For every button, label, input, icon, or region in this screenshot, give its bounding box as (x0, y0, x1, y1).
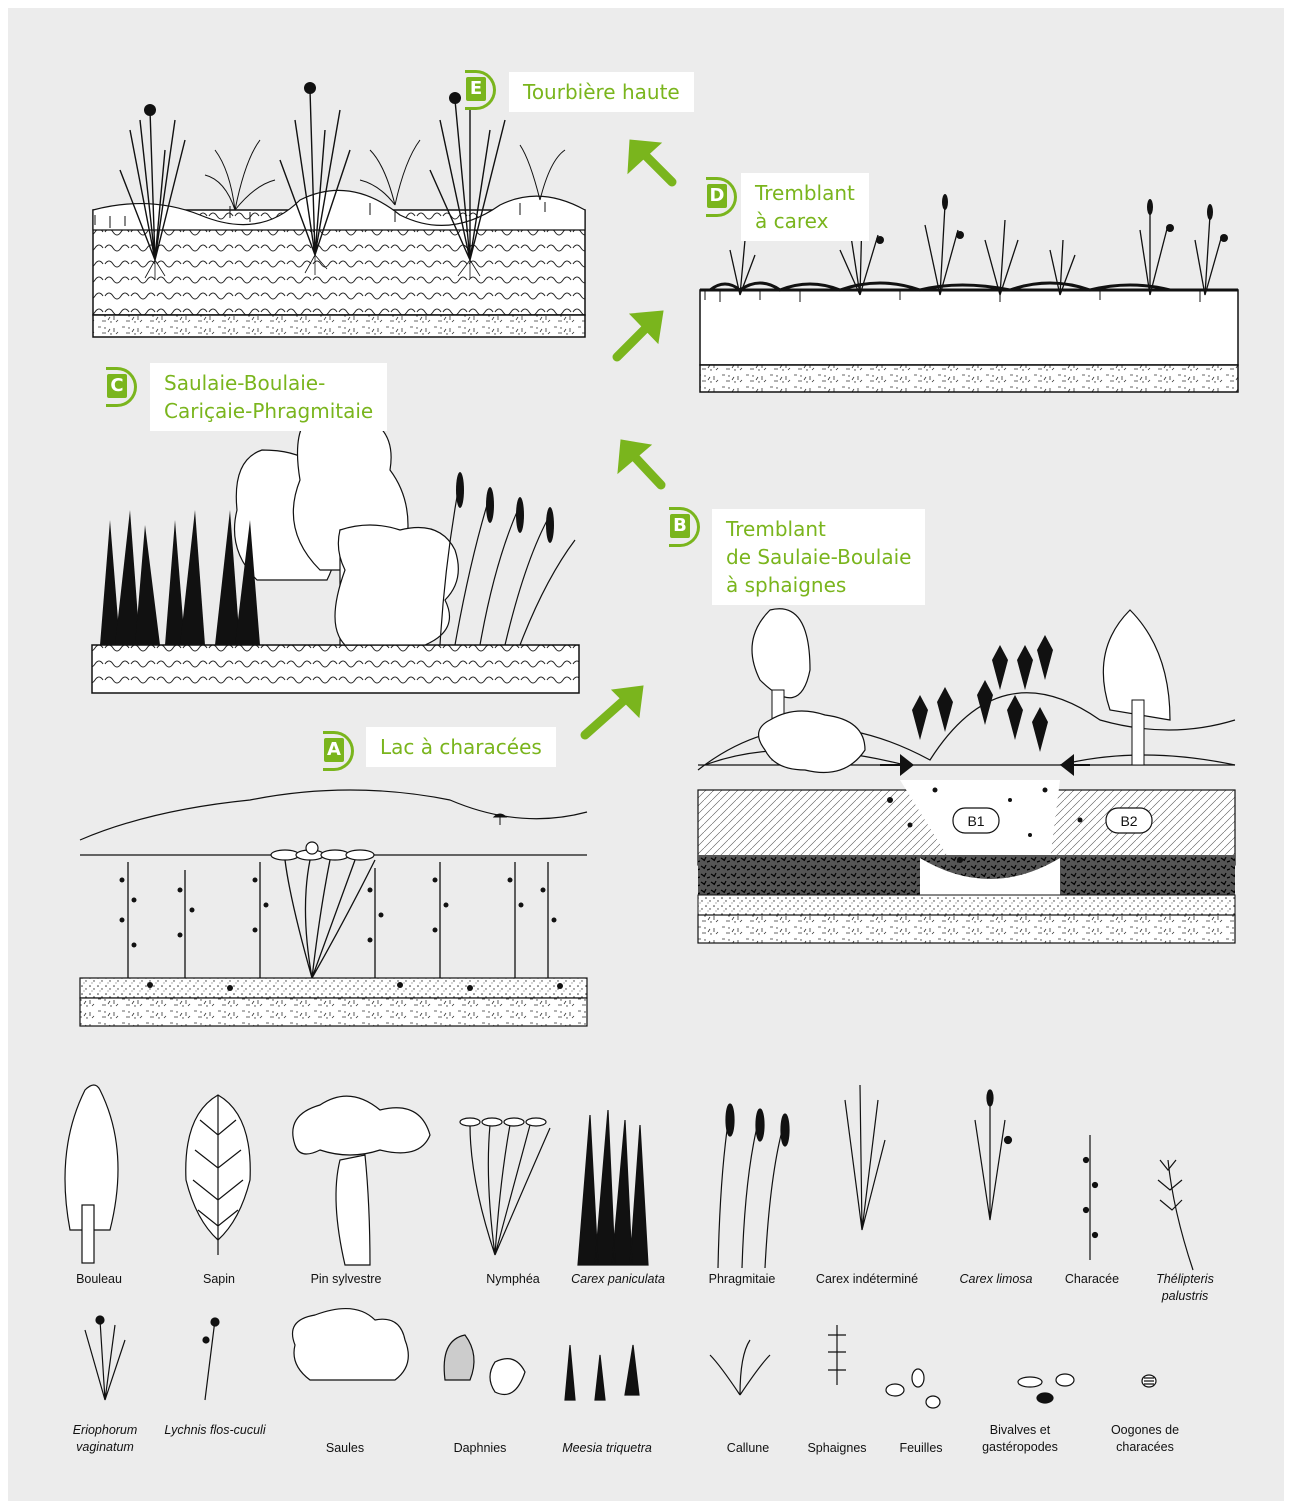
reed-icon (718, 1104, 789, 1268)
stage-a-label: Lac à characées (366, 727, 556, 767)
tag-b2-text: B2 (1120, 813, 1137, 829)
sedge-icon (578, 1110, 648, 1265)
legend-label: Meesia triquetra (542, 1440, 672, 1457)
legend-label: Oogones de characées (1095, 1422, 1195, 1456)
legend-label: Bivalves et gastéropodes (960, 1422, 1080, 1456)
stage-b-label: Tremblantde Saulaie-Boulaieà sphaignes (712, 509, 925, 605)
legend-label: Thélipteris palustris (1140, 1271, 1230, 1305)
oogonia-icon (1142, 1375, 1156, 1387)
heather-icon (710, 1340, 770, 1395)
fir-icon (186, 1095, 250, 1255)
legend-label: Sapin (154, 1271, 284, 1288)
chara-icon (1084, 1135, 1098, 1260)
sphagnum-icon (828, 1325, 846, 1385)
legend-label: Lychnis flos-cuculi (150, 1422, 280, 1439)
arrow-up-right-icon (585, 686, 643, 735)
stage-c-illustration (92, 410, 579, 693)
fern-icon (1158, 1160, 1193, 1270)
legend-label: Characée (1027, 1271, 1157, 1288)
arrow-up-left-icon (628, 140, 672, 182)
legend-label: Phragmitaie (677, 1271, 807, 1288)
shell-icon (1018, 1374, 1074, 1403)
stage-e-label: Tourbière haute (509, 72, 694, 112)
carex-icon (845, 1085, 885, 1230)
willow-icon (293, 1309, 409, 1380)
legend-label: Carex indéterminé (802, 1271, 932, 1288)
daphnia-icon (444, 1335, 525, 1395)
stage-a-letter: A (324, 738, 344, 762)
arrow-up-left-icon (618, 440, 661, 485)
legend-label: Saules (280, 1440, 410, 1457)
stage-c-label: Saulaie-Boulaie-Cariçaie-Phragmitaie (150, 363, 387, 431)
pine-icon (293, 1096, 430, 1265)
legend-label: Eriophorum vaginatum (55, 1422, 155, 1456)
arrow-up-right-icon (617, 311, 663, 357)
leaf-icon (886, 1369, 940, 1408)
lychnis-icon (203, 1318, 219, 1400)
birch-icon (65, 1085, 118, 1263)
carex-limosa-icon (975, 1090, 1012, 1220)
stage-e-letter: E (466, 77, 486, 101)
stage-b-illustration (698, 609, 1235, 943)
stage-a-illustration (80, 790, 587, 1026)
legend-icons (65, 1085, 1193, 1408)
stage-c-letter: C (107, 374, 127, 398)
waterlily-icon (460, 1118, 550, 1255)
eriophorum-icon (85, 1316, 125, 1400)
stage-e-illustration (93, 81, 585, 337)
legend-label: Pin sylvestre (281, 1271, 411, 1288)
legend-label: Bouleau (34, 1271, 164, 1288)
tag-b1-text: B1 (967, 813, 984, 829)
moss-icon (565, 1345, 639, 1400)
legend-label: Carex paniculata (553, 1271, 683, 1288)
legend-label: Daphnies (415, 1440, 545, 1457)
stage-d-letter: D (707, 184, 727, 208)
stage-d-label: Tremblantà carex (741, 173, 869, 241)
stage-b-letter: B (670, 514, 690, 538)
